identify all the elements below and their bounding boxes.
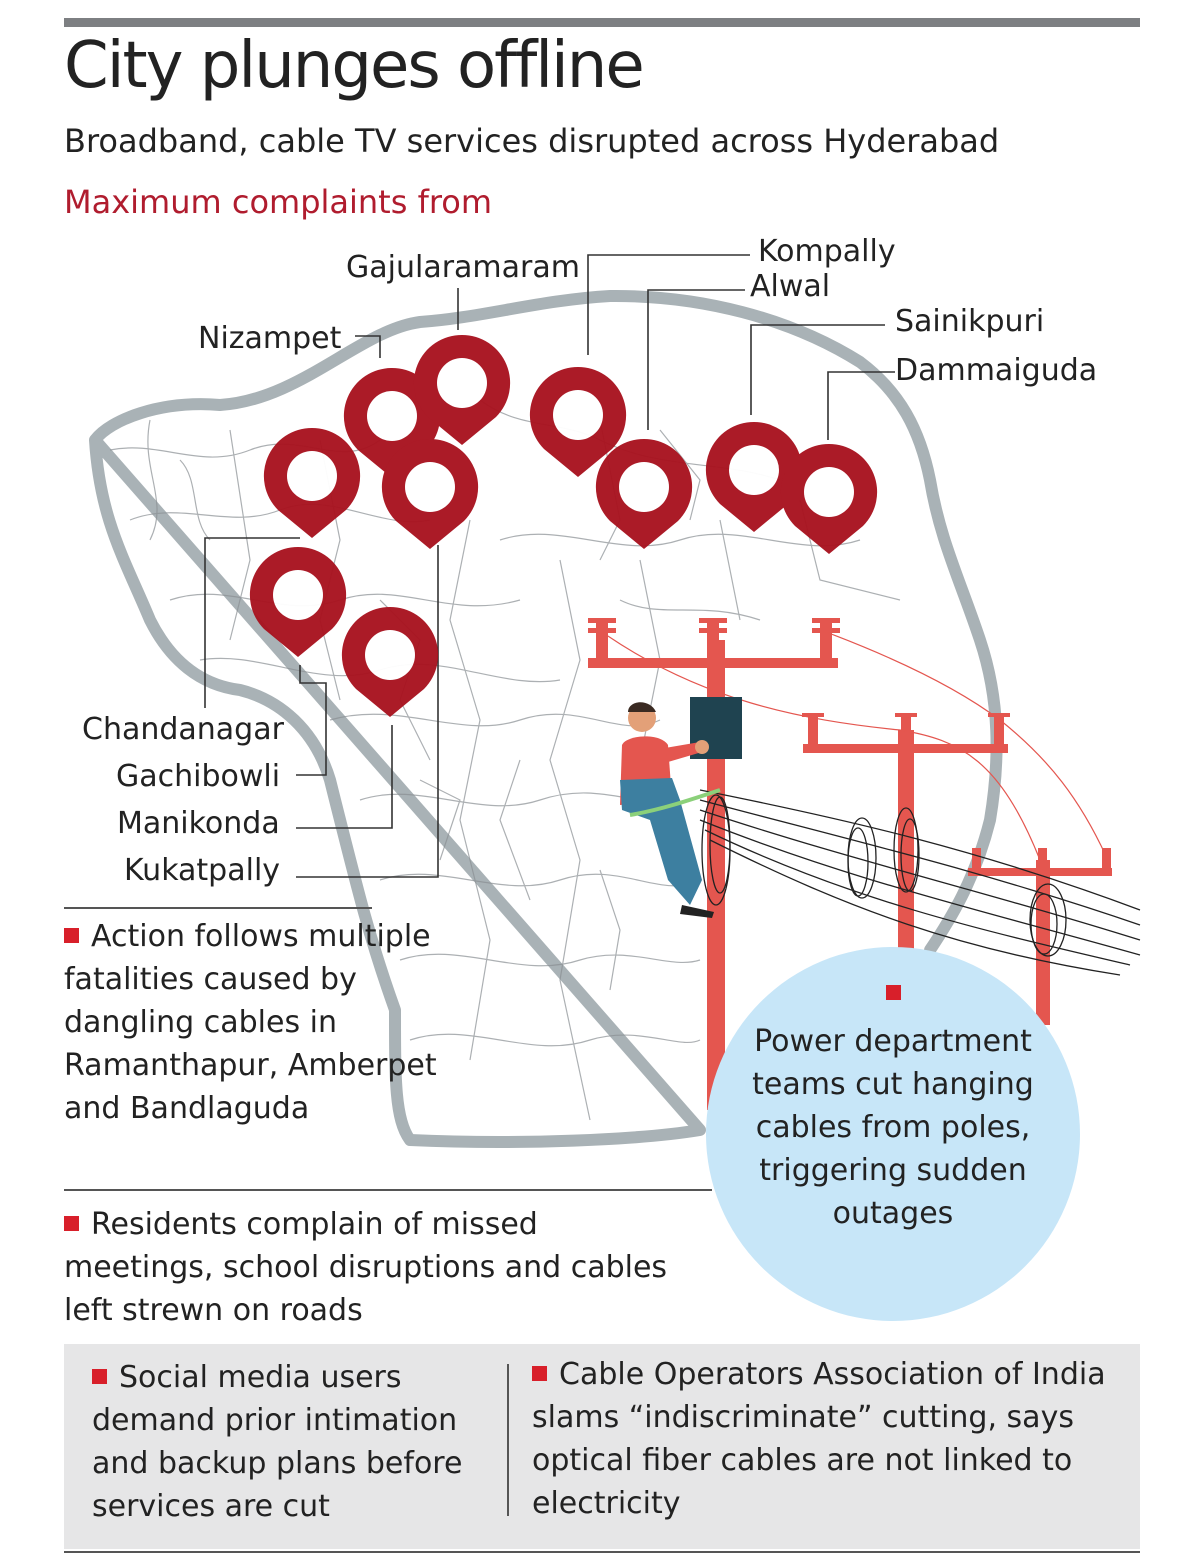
note-power-department-text: Power department teams cut hanging cable… (752, 1024, 1034, 1231)
note-action: Action follows multiple fatalities cause… (64, 915, 444, 1130)
bullet-square-icon (64, 928, 79, 943)
bullet-square-icon (532, 1366, 547, 1381)
footer-panel (64, 1344, 1140, 1549)
label-alwal: Alwal (750, 269, 831, 304)
location-pin-icon (341, 606, 439, 717)
label-chandanagar: Chandanagar (82, 712, 284, 747)
label-dammaiguda: Dammaiguda (895, 353, 1098, 388)
divider (64, 907, 372, 909)
utility-pole-icon (968, 848, 1112, 1025)
label-kompally: Kompally (758, 234, 896, 269)
note-residents: Residents complain of missed meetings, s… (64, 1203, 684, 1332)
footer-divider (507, 1364, 509, 1516)
label-gachibowli: Gachibowli (116, 759, 281, 794)
page-title: City plunges offline (64, 29, 645, 103)
divider (64, 1189, 712, 1191)
page-subtitle: Broadband, cable TV services disrupted a… (64, 122, 1000, 160)
location-pin-icon (595, 438, 693, 549)
location-pin-icon (381, 438, 479, 549)
note-power-department: Power department teams cut hanging cable… (740, 985, 1046, 1235)
bullet-square-icon (885, 985, 901, 1000)
bullet-square-icon (92, 1369, 107, 1384)
note-social-media: Social media users demand prior intimati… (92, 1356, 492, 1528)
complaints-heading: Maximum complaints from (64, 183, 493, 221)
bullet-square-icon (64, 1216, 79, 1231)
city-outline (89, 289, 1003, 1148)
label-manikonda: Manikonda (117, 806, 280, 841)
lineman-icon (620, 702, 721, 918)
note-operators: Cable Operators Association of India sla… (532, 1353, 1122, 1525)
utility-pole-icon (802, 713, 1010, 950)
label-sainikpuri: Sainikpuri (895, 304, 1045, 339)
label-nizampet: Nizampet (198, 321, 342, 356)
bottom-rule (64, 1551, 1140, 1553)
label-gajularamaram: Gajularamaram (346, 250, 580, 285)
note-operators-text: Cable Operators Association of India sla… (532, 1357, 1106, 1521)
top-rule (64, 18, 1140, 27)
note-action-text: Action follows multiple fatalities cause… (64, 919, 437, 1126)
callout-circle (706, 947, 1080, 1321)
power-wires (601, 631, 1107, 861)
hanging-cables (699, 789, 1141, 976)
label-kukatpally: Kukatpally (124, 853, 281, 888)
note-residents-text: Residents complain of missed meetings, s… (64, 1207, 668, 1328)
note-social-media-text: Social media users demand prior intimati… (92, 1360, 463, 1524)
location-pin-icon (263, 427, 361, 538)
location-pin-icon (780, 443, 878, 554)
